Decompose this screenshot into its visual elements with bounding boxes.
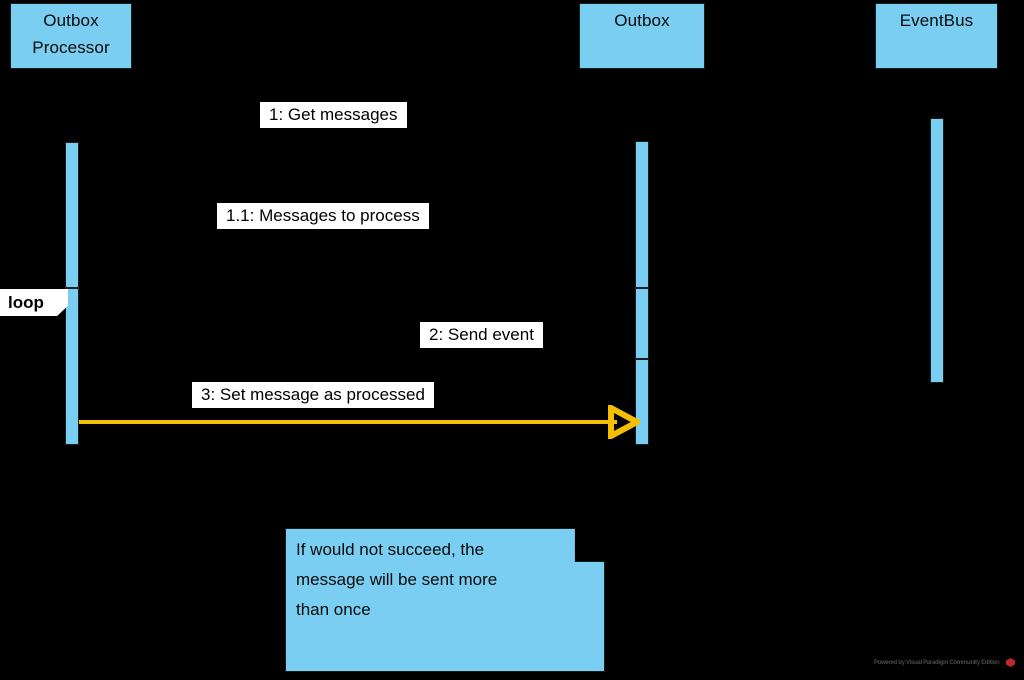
message-label-1-1[interactable]: 1.1: Messages to process — [217, 203, 429, 229]
message-arrow-head-3 — [608, 402, 644, 442]
lifeline-header-eventbus[interactable]: EventBus — [875, 3, 998, 69]
message-arrow-line-3 — [79, 420, 617, 424]
lifeline-name-line1: Outbox — [614, 11, 670, 30]
message-label-3[interactable]: 3: Set message as processed — [192, 382, 434, 408]
message-label-text: 3: Set message as processed — [201, 385, 425, 404]
lifeline-name-line1: Outbox — [43, 11, 99, 30]
message-label-1[interactable]: 1: Get messages — [260, 102, 407, 128]
lifeline-header-outbox-processor[interactable]: Outbox Processor — [10, 3, 132, 69]
message-label-text: 1.1: Messages to process — [226, 206, 420, 225]
message-label-text: 2: Send event — [429, 325, 534, 344]
watermark-text: Powered by Visual Paradigm Community Edi… — [874, 660, 1000, 666]
activation-bar-outbox-processor-1 — [65, 142, 79, 288]
visual-paradigm-logo-icon — [1006, 658, 1015, 667]
message-label-2[interactable]: 2: Send event — [420, 322, 543, 348]
note-text-line3: than once — [296, 600, 371, 619]
arrow-head-icon — [608, 402, 644, 442]
note-text-line1: If would not succeed, the — [296, 540, 485, 559]
activation-bar-eventbus-1 — [930, 118, 944, 383]
activation-bar-outbox-2 — [635, 288, 649, 359]
note-text-line2: message will be sent more — [296, 570, 498, 589]
activation-bar-outbox-1 — [635, 141, 649, 288]
activation-bar-outbox-processor-2 — [65, 288, 79, 445]
fragment-operator-label: loop — [8, 293, 44, 312]
lifeline-header-outbox[interactable]: Outbox — [579, 3, 705, 69]
message-label-text: 1: Get messages — [269, 105, 398, 124]
lifeline-name-line2: Processor — [32, 38, 110, 57]
fragment-operator-loop[interactable]: loop — [0, 289, 68, 316]
note-box[interactable]: If would not succeed, the message will b… — [285, 528, 605, 672]
lifeline-name-line1: EventBus — [899, 11, 974, 30]
